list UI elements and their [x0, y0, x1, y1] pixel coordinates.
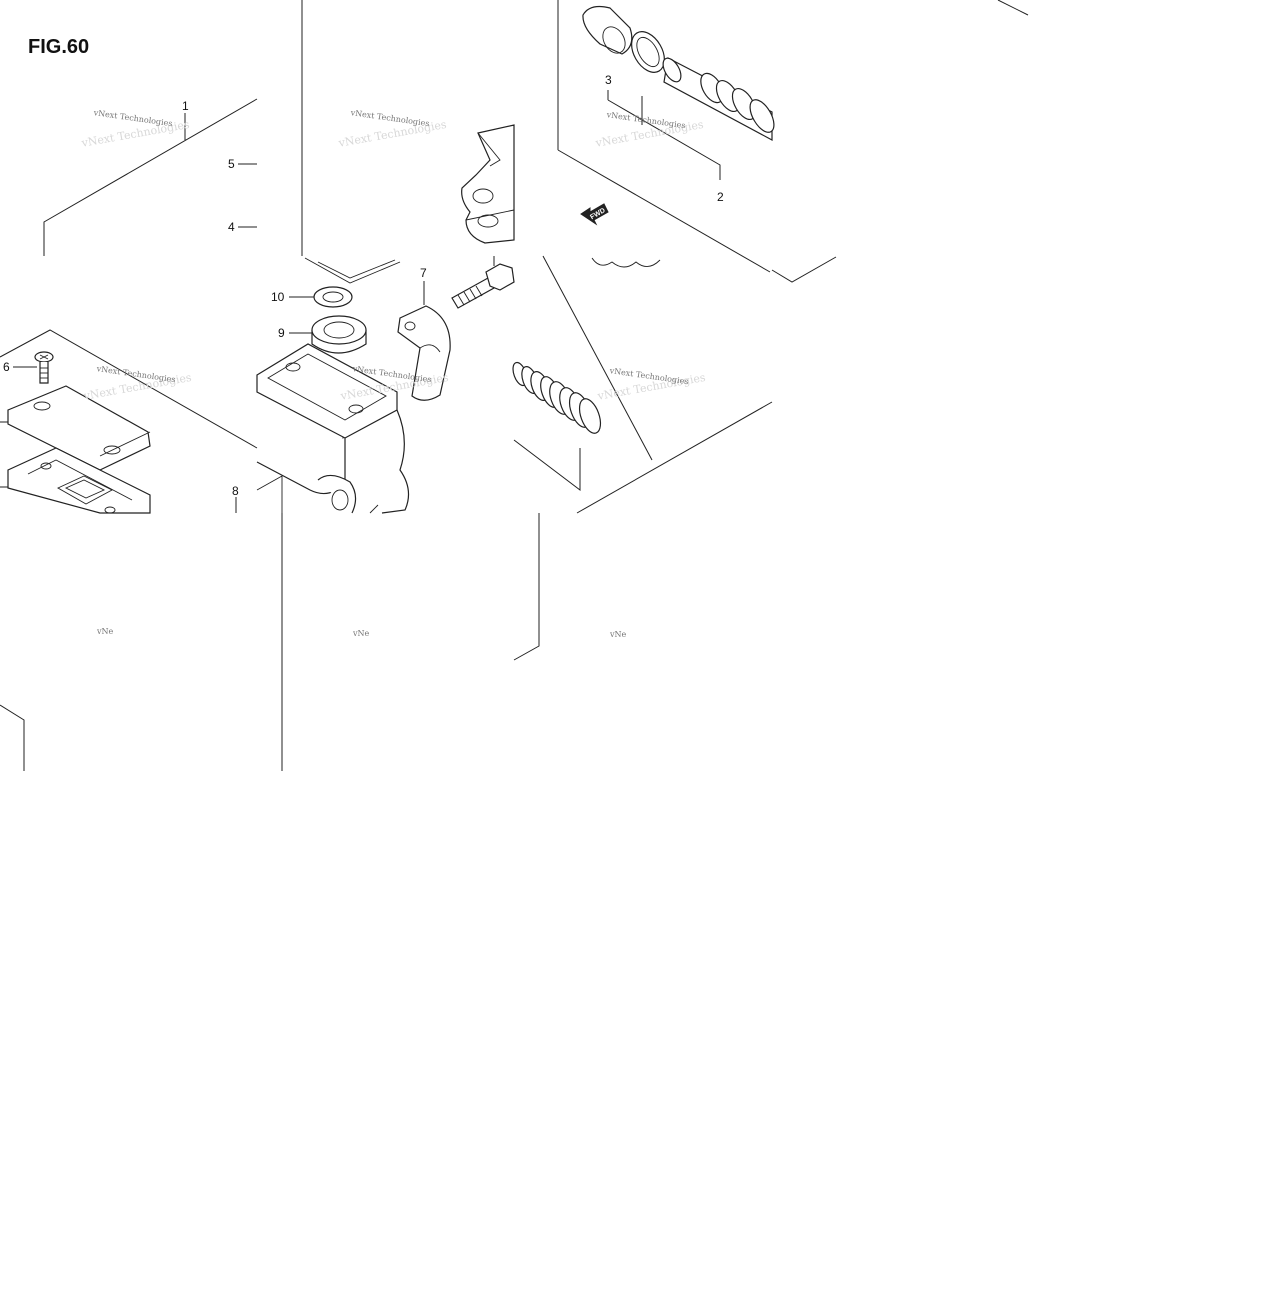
oil-seal-part	[311, 315, 367, 354]
callout-5: 5	[228, 157, 235, 171]
watermark-text: vNext Technologies	[92, 108, 173, 128]
watermark-partial: vNe	[609, 630, 627, 639]
circlip-ring-part	[631, 31, 665, 73]
return-spring-part	[512, 361, 602, 434]
washer-part	[313, 286, 353, 308]
watermark-text: vNext Technologies	[349, 108, 430, 128]
fwd-label: FWD	[589, 207, 606, 221]
callout-4: 4	[228, 220, 235, 234]
handlebar-clamp-part	[397, 305, 451, 401]
lever-bracket-part	[461, 124, 515, 244]
watermark-partial: vNe	[352, 629, 370, 638]
diaphragm-part	[0, 447, 151, 514]
callout-2: 2	[717, 190, 724, 204]
pivot-bolt-part	[451, 256, 515, 309]
watermarks: vNext Technologies vNext Technologies vN…	[80, 108, 707, 639]
reservoir-cover-part	[0, 385, 151, 471]
boot-cap-part	[582, 5, 633, 55]
figure-title: FIG.60	[28, 36, 90, 58]
callout-1: 1	[182, 99, 189, 113]
fwd-arrow-icon: FWD	[580, 203, 609, 226]
callout-8: 8	[232, 484, 239, 498]
callout-6: 6	[3, 360, 10, 374]
piston-assembly-part	[662, 57, 775, 142]
callout-9: 9	[278, 326, 285, 340]
callout-7: 7	[420, 266, 427, 280]
watermark-partial: vNe	[96, 627, 114, 636]
callout-10: 10	[271, 290, 285, 304]
cover-screw-part	[34, 351, 54, 384]
reservoir-gasket-edge	[304, 257, 661, 284]
callout-3: 3	[605, 73, 612, 87]
callout-labels: 1 2 3 4 5 6 7 8 9 10	[3, 73, 724, 498]
master-cylinder-body-part	[256, 343, 410, 514]
frame-lines	[0, 0, 1029, 771]
